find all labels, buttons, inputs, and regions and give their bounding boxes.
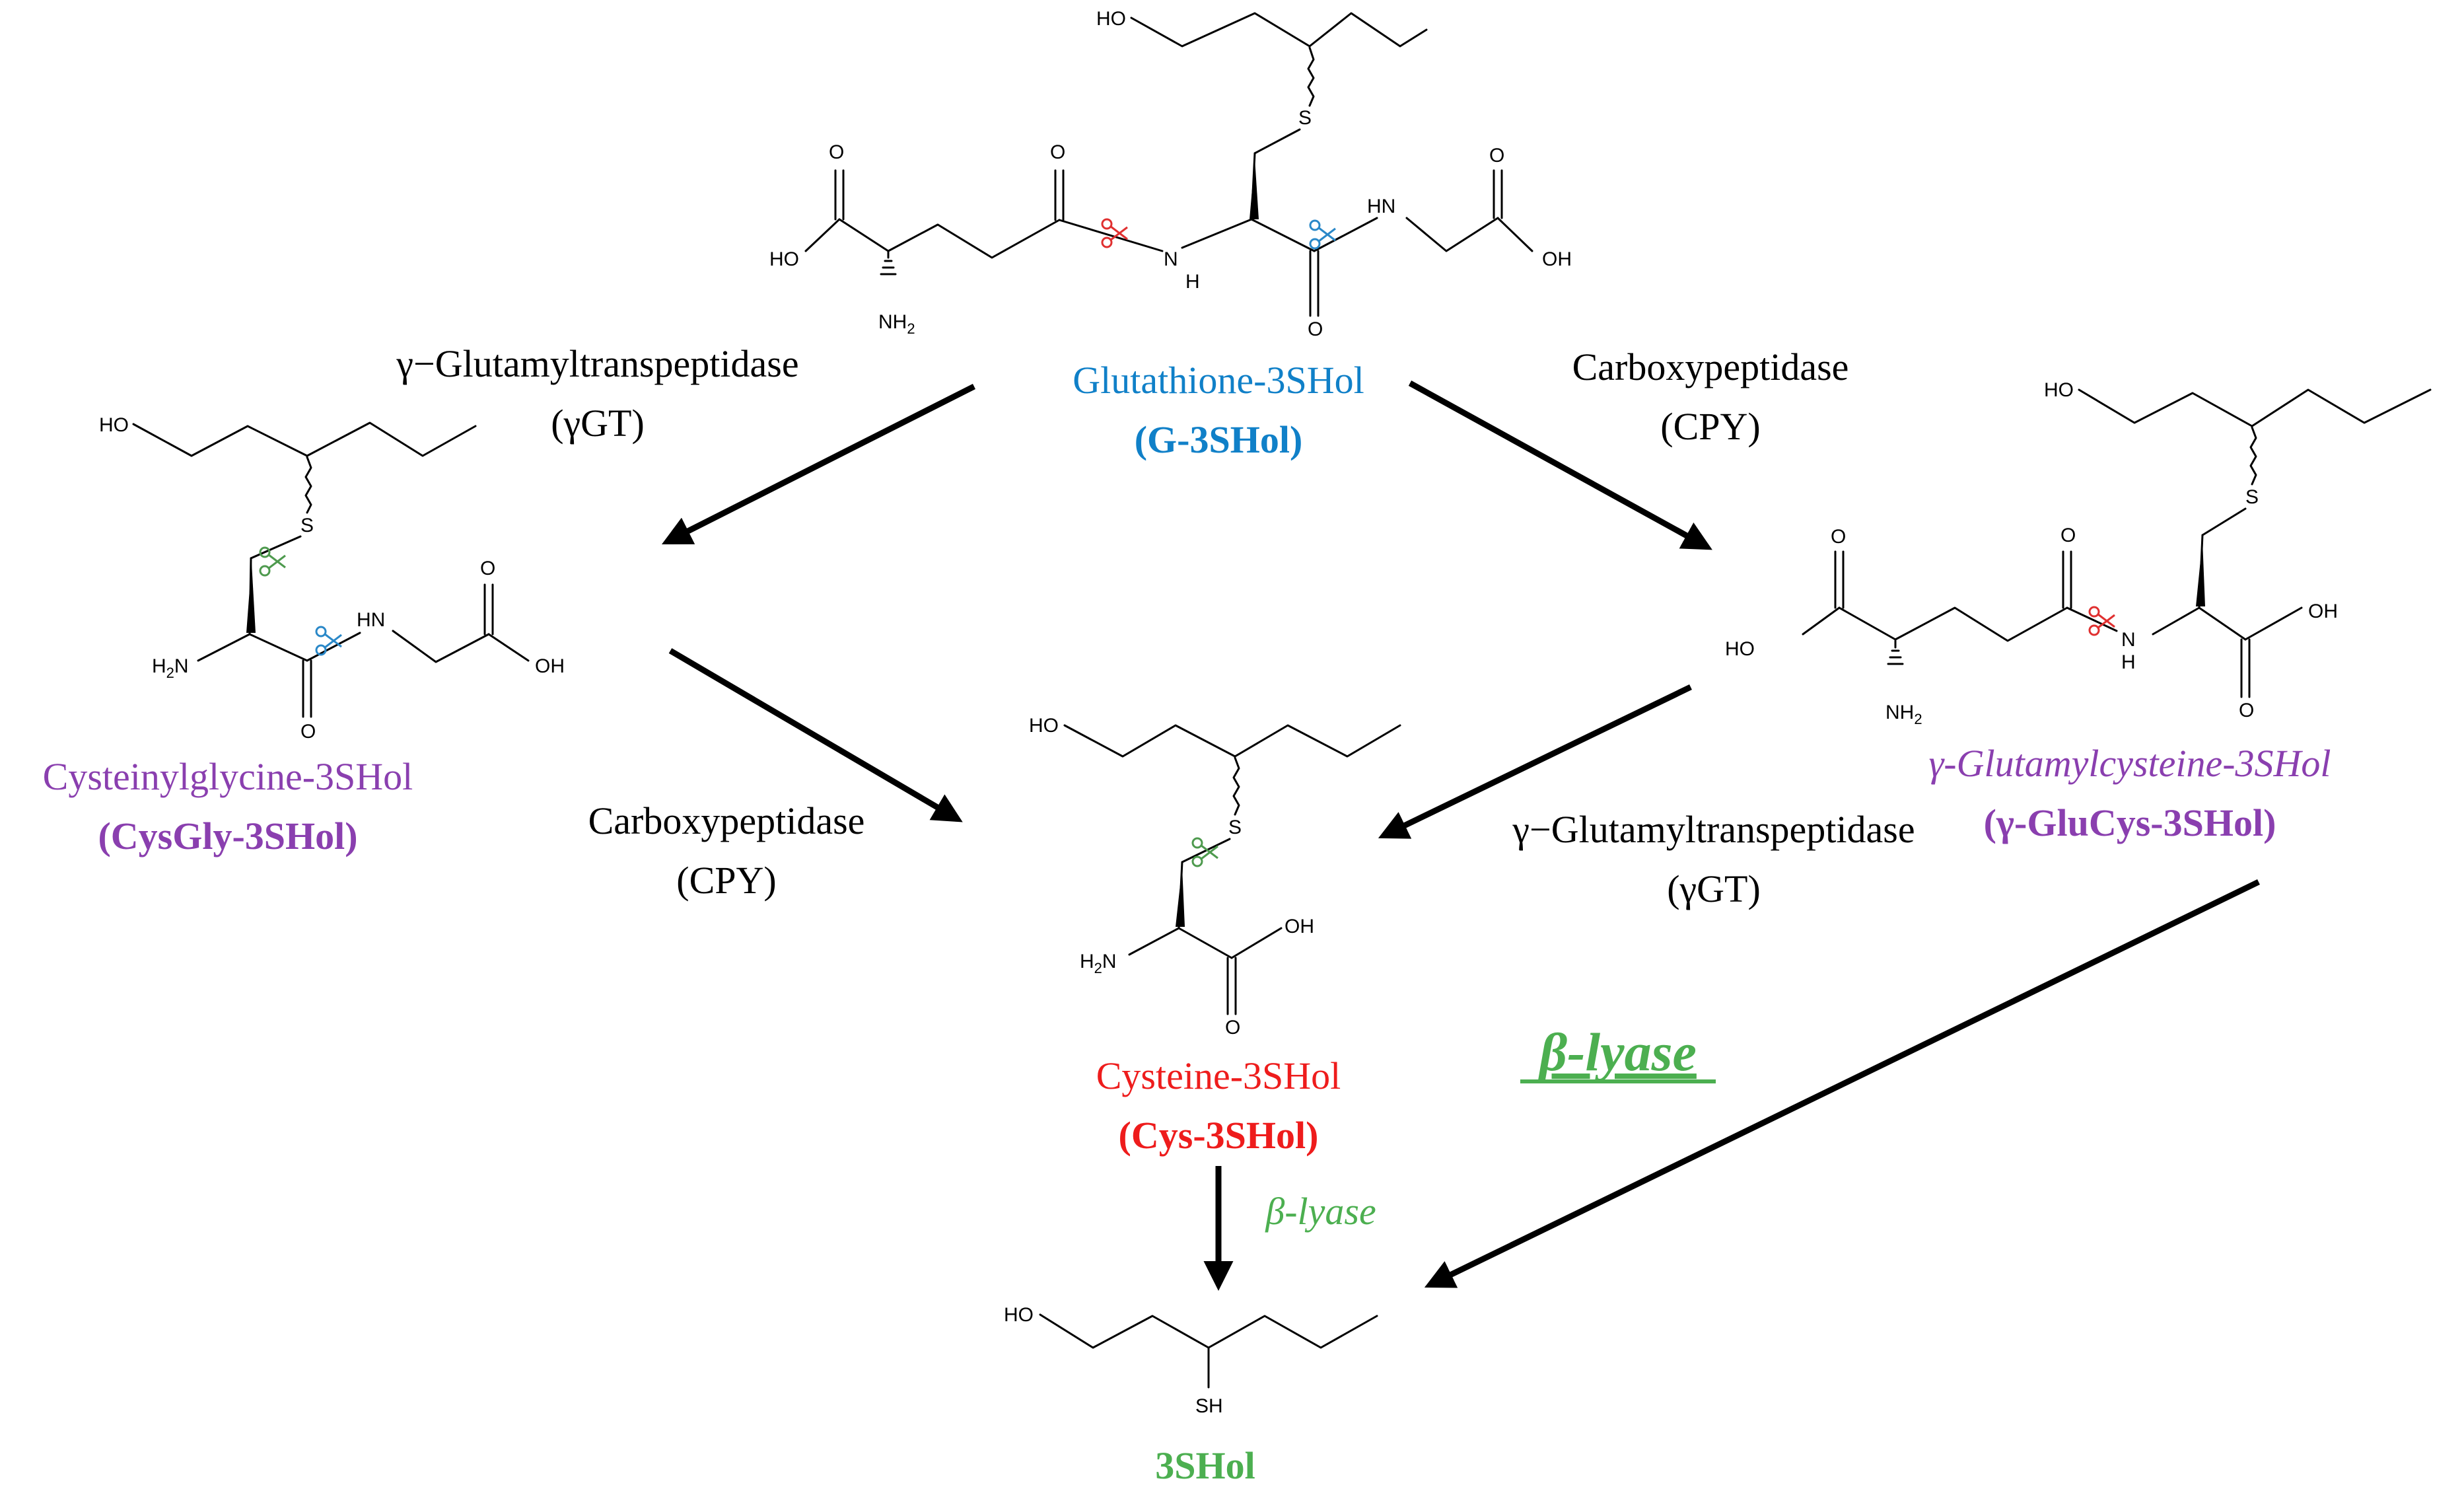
atom-o: O: [1308, 318, 1323, 340]
atom-o: O: [300, 721, 316, 743]
atom-oh: OH: [535, 655, 565, 677]
atom-ho: HO: [1029, 715, 1059, 737]
g3shol-structure: HO S O HO NH2 O N H O HN O OH: [769, 8, 1572, 340]
atom-o: O: [480, 558, 495, 579]
atom-o: O: [2060, 525, 2076, 546]
atom-ho: HO: [2044, 379, 2074, 401]
g3shol-name: Glutathione-3SHol: [1073, 359, 1364, 402]
atom-nh2: NH2: [878, 311, 915, 337]
arrow-g3shol-to-cysgly: [661, 383, 976, 545]
cys-abbr: (Cys-3SHol): [1119, 1114, 1319, 1157]
enzyme-cpy-left-name: Carboxypeptidase: [588, 799, 865, 842]
atom-s: S: [2245, 486, 2259, 508]
atom-o: O: [1050, 141, 1065, 163]
arrow-glucys-to-cys: [1378, 684, 1692, 839]
atom-ho: HO: [1004, 1304, 1034, 1326]
cysgly-name: Cysteinylglycine-3SHol: [43, 755, 413, 798]
atom-h: H: [1185, 271, 1200, 293]
atom-n: N: [1164, 248, 1178, 270]
glucys-name: γ-Glutamylcysteine-3SHol: [1928, 742, 2331, 785]
atom-ho: HO: [769, 248, 799, 270]
enzyme-ggt-right-name: γ−Glutamyltranspeptidase: [1512, 808, 1915, 851]
enzyme-ggt-left-name: γ−Glutamyltranspeptidase: [396, 342, 798, 385]
atom-ho: HO: [1725, 638, 1755, 660]
enzyme-blyase-small: β-lyase: [1265, 1190, 1376, 1233]
atom-sh: SH: [1195, 1395, 1223, 1417]
cysgly-abbr: (CysGly-3SHol): [98, 815, 357, 857]
atom-o: O: [1225, 1017, 1240, 1038]
atom-ho: HO: [99, 414, 129, 436]
atom-h2n: H2N: [1080, 951, 1117, 976]
scissors-icon: [1191, 837, 1219, 867]
atom-o: O: [829, 141, 844, 163]
atom-hn: HN: [357, 609, 385, 631]
g3shol-abbr: (G-3SHol): [1135, 418, 1303, 461]
atom-oh: OH: [2308, 601, 2338, 622]
atom-o: O: [1831, 526, 1846, 548]
atom-s: S: [1228, 817, 1242, 838]
cysgly-structure: HO S H2N O HN O OH: [99, 414, 565, 743]
atom-s: S: [300, 515, 314, 536]
atom-hn: HN: [1367, 196, 1395, 217]
arrow-g3shol-to-glucys: [1408, 381, 1712, 550]
scissors-icon: [1309, 219, 1337, 250]
enzyme-ggt-left-abbr: (γGT): [551, 402, 645, 445]
atom-h: H: [2121, 651, 2136, 673]
shol-structure: HO SH: [1004, 1304, 1378, 1417]
enzyme-blyase-center: β-lyase: [1537, 1022, 1697, 1082]
atom-oh: OH: [1285, 916, 1314, 937]
atom-o: O: [1489, 145, 1504, 166]
atom-s: S: [1298, 107, 1312, 129]
enzyme-cpy-left-abbr: (CPY): [676, 859, 776, 902]
atom-oh: OH: [1542, 248, 1572, 270]
cys-structure: HO S H2N O OH: [1029, 715, 1401, 1038]
scissors-icon: [315, 626, 343, 656]
enzyme-ggt-right-abbr: (γGT): [1667, 867, 1761, 910]
atom-h2n: H2N: [152, 655, 189, 681]
glucys-structure: HO S O OH N H O NH2 O HO: [1725, 379, 2432, 727]
atom-ho: HO: [1096, 8, 1126, 30]
arrow-cysgly-to-cys: [668, 648, 963, 822]
glucys-abbr: (γ-GluCys-3SHol): [1984, 801, 2276, 844]
cys-name: Cysteine-3SHol: [1096, 1054, 1341, 1097]
enzyme-cpy-right-name: Carboxypeptidase: [1572, 346, 1849, 388]
enzyme-cpy-right-abbr: (CPY): [1660, 405, 1760, 448]
atom-n: N: [2121, 629, 2136, 651]
shol-name: 3SHol: [1155, 1444, 1255, 1487]
atom-nh2: NH2: [1885, 702, 1922, 727]
atom-o: O: [2239, 700, 2254, 721]
arrow-glucys-to-shol: [1424, 879, 2260, 1288]
